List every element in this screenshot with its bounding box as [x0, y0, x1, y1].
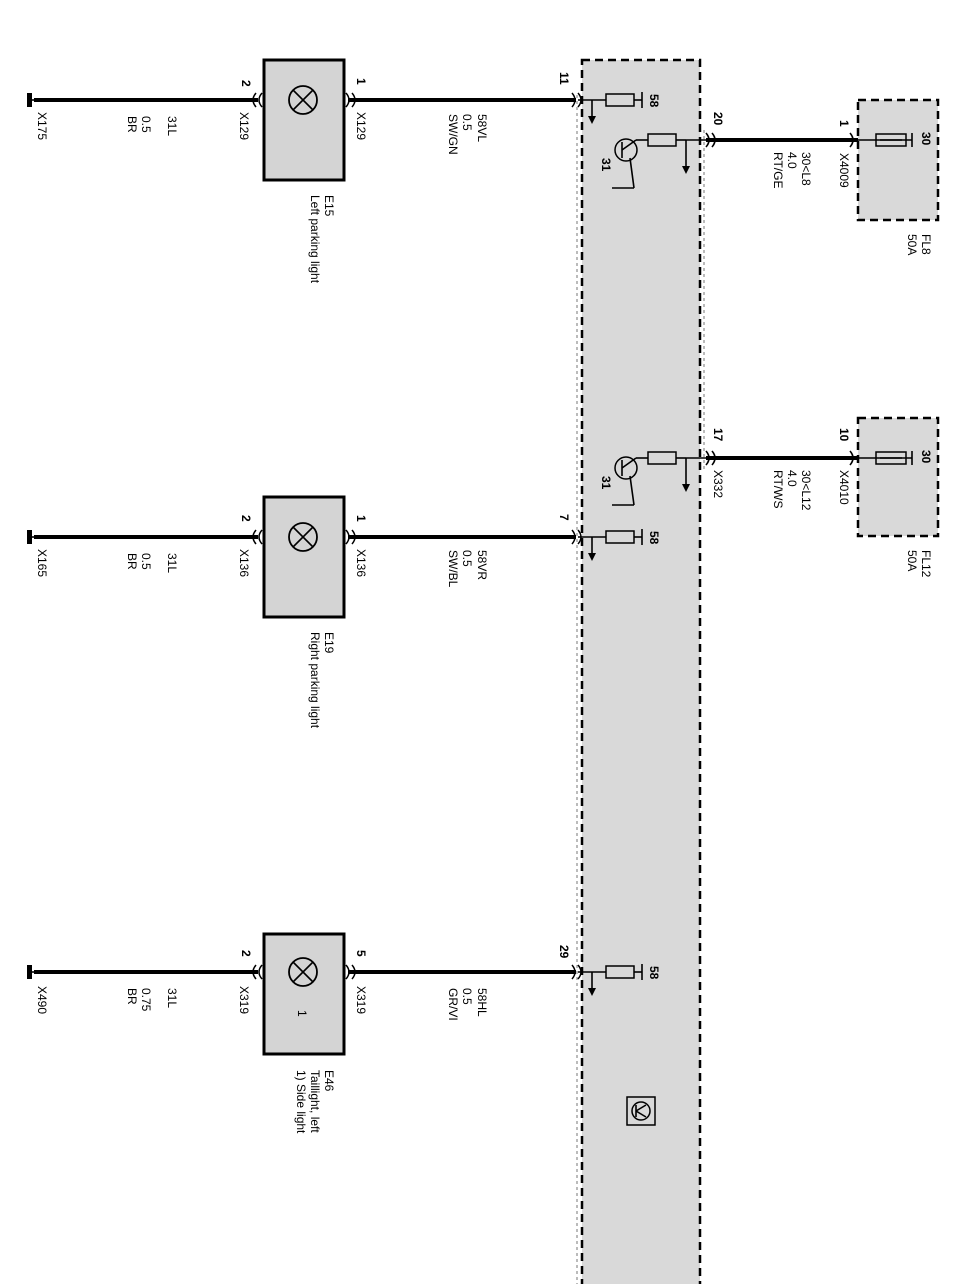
- ground-wire-color: BR: [125, 553, 139, 570]
- feed-wire-size: 0.5: [460, 550, 474, 567]
- terminal-58-label: 58: [647, 94, 661, 108]
- lamp-name: Right parking light: [308, 632, 322, 729]
- feed-wire-size: 0.5: [460, 114, 474, 131]
- feed-wire-code: 58VR: [475, 550, 489, 580]
- terminal-58-label: 58: [647, 531, 661, 545]
- transistor-ground-label: 31: [599, 476, 613, 490]
- fuse-connector-label: X4009: [837, 153, 851, 188]
- lamp-connector-left: X319: [237, 986, 251, 1014]
- lamp-box-e15: [262, 58, 346, 182]
- lamp-name: Left parking light: [308, 195, 322, 284]
- control-unit-icon: [626, 1096, 656, 1126]
- bulb-icon: [288, 957, 318, 987]
- connector-mark: [705, 450, 710, 466]
- ground-wire-size: 0.5: [139, 553, 153, 570]
- module-pin-label: 11: [557, 72, 571, 85]
- power-wire-code: 30<L8: [799, 152, 813, 186]
- module-pin-label: 7: [557, 514, 571, 521]
- ground-terminal-icon: [27, 965, 36, 979]
- feed-wire-code: 58HL: [475, 988, 489, 1017]
- fuse-id: FL8: [919, 234, 933, 255]
- light-module: [580, 58, 702, 1284]
- lamp-pin-right: 1: [354, 515, 368, 522]
- power-wire-color: RT/WS: [771, 470, 785, 508]
- connector-mark: [711, 450, 716, 466]
- power-wire-color: RT/GE: [771, 152, 785, 188]
- lamp-connector-right: X319: [354, 986, 368, 1014]
- lamp-pin-left: 2: [239, 80, 253, 87]
- module-output-pin: 20: [711, 112, 725, 126]
- fuse-rating: 50A: [905, 234, 919, 255]
- ground-wire-color: BR: [125, 988, 139, 1005]
- fuse-pin-label: 10: [837, 428, 851, 442]
- lamp-id: E46: [322, 1070, 336, 1092]
- connector-mark: [849, 132, 854, 148]
- lamp-pin-left: 2: [239, 950, 253, 957]
- ground-terminal-icon: [27, 530, 36, 544]
- ground-wire-code: 31L: [165, 988, 179, 1008]
- ground-wire-size: 0.75: [139, 988, 153, 1012]
- bulb-icon: [288, 85, 318, 115]
- lamp-id: E19: [322, 632, 336, 654]
- connector-mark: [705, 132, 710, 148]
- fuse-terminal-label: 30: [919, 132, 933, 146]
- ground-wire-color: BR: [125, 116, 139, 133]
- lamp-connector-left: X136: [237, 549, 251, 577]
- transistor-circuit-1: [612, 133, 706, 189]
- transistor-circuit-2: [612, 451, 706, 506]
- feed-wire-size: 0.5: [460, 988, 474, 1005]
- terminal-58-label: 58: [647, 966, 661, 980]
- terminal-58-branch-3: [578, 964, 643, 996]
- ground-wire-code: 31L: [165, 553, 179, 573]
- fuse-id: FL12: [919, 550, 933, 578]
- terminal-58-branch-1: [578, 92, 643, 124]
- feed-wire-color: SW/BL: [446, 550, 460, 588]
- feed-wire-code: 58VL: [475, 114, 489, 142]
- fuse-box-fl8: [856, 98, 940, 222]
- transistor-ground-label: 31: [599, 158, 613, 172]
- ground-wire-code: 31L: [165, 116, 179, 136]
- fuse-connector-label: X4010: [837, 470, 851, 505]
- fuse-terminal-label: 30: [919, 450, 933, 464]
- fuse-box-fl12: [856, 416, 940, 538]
- ground-connector-label: X490: [35, 986, 49, 1014]
- connector-mark: [849, 450, 854, 466]
- fuse-pin-label: 1: [837, 120, 851, 127]
- terminal-58-branch-2: [578, 529, 643, 561]
- ground-wire-size: 0.5: [139, 116, 153, 133]
- module-output-connector: X332: [711, 470, 725, 498]
- lamp-name-2: 1) Side light: [294, 1070, 308, 1134]
- fuse-rating: 50A: [905, 550, 919, 571]
- module-pin-label: 29: [557, 945, 571, 959]
- lamp-pin-right: 5: [354, 950, 368, 957]
- lamp-connector-right: X136: [354, 549, 368, 577]
- connector-marks: [252, 92, 582, 980]
- lamp-box-e19: [262, 495, 346, 619]
- bulb-icon: [288, 522, 318, 552]
- feed-wire-color: GR/VI: [446, 988, 460, 1021]
- ground-terminal-icon: [27, 93, 36, 107]
- lamp-box-e46: [262, 932, 346, 1056]
- connector-mark: [711, 132, 716, 148]
- lamp-pin-right: 1: [354, 78, 368, 85]
- power-wire-code: 30<L12: [799, 470, 813, 511]
- module-output-pin: 17: [711, 428, 725, 442]
- fuse-fl8-symbol: [858, 133, 913, 147]
- feed-wire-color: SW/GN: [446, 114, 460, 155]
- ground-connector-label: X165: [35, 549, 49, 577]
- lamp-id: E15: [322, 195, 336, 217]
- lamp-inner-label: 1: [295, 1010, 309, 1017]
- lamp-connector-right: X129: [354, 112, 368, 140]
- power-wire-size: 4.0: [785, 152, 799, 169]
- ground-connector-label: X175: [35, 112, 49, 140]
- fuse-fl12-symbol: [858, 451, 913, 465]
- lamp-connector-left: X129: [237, 112, 251, 140]
- power-wire-size: 4.0: [785, 470, 799, 487]
- lamp-name: Taillight, left: [308, 1070, 322, 1133]
- lamp-pin-left: 2: [239, 515, 253, 522]
